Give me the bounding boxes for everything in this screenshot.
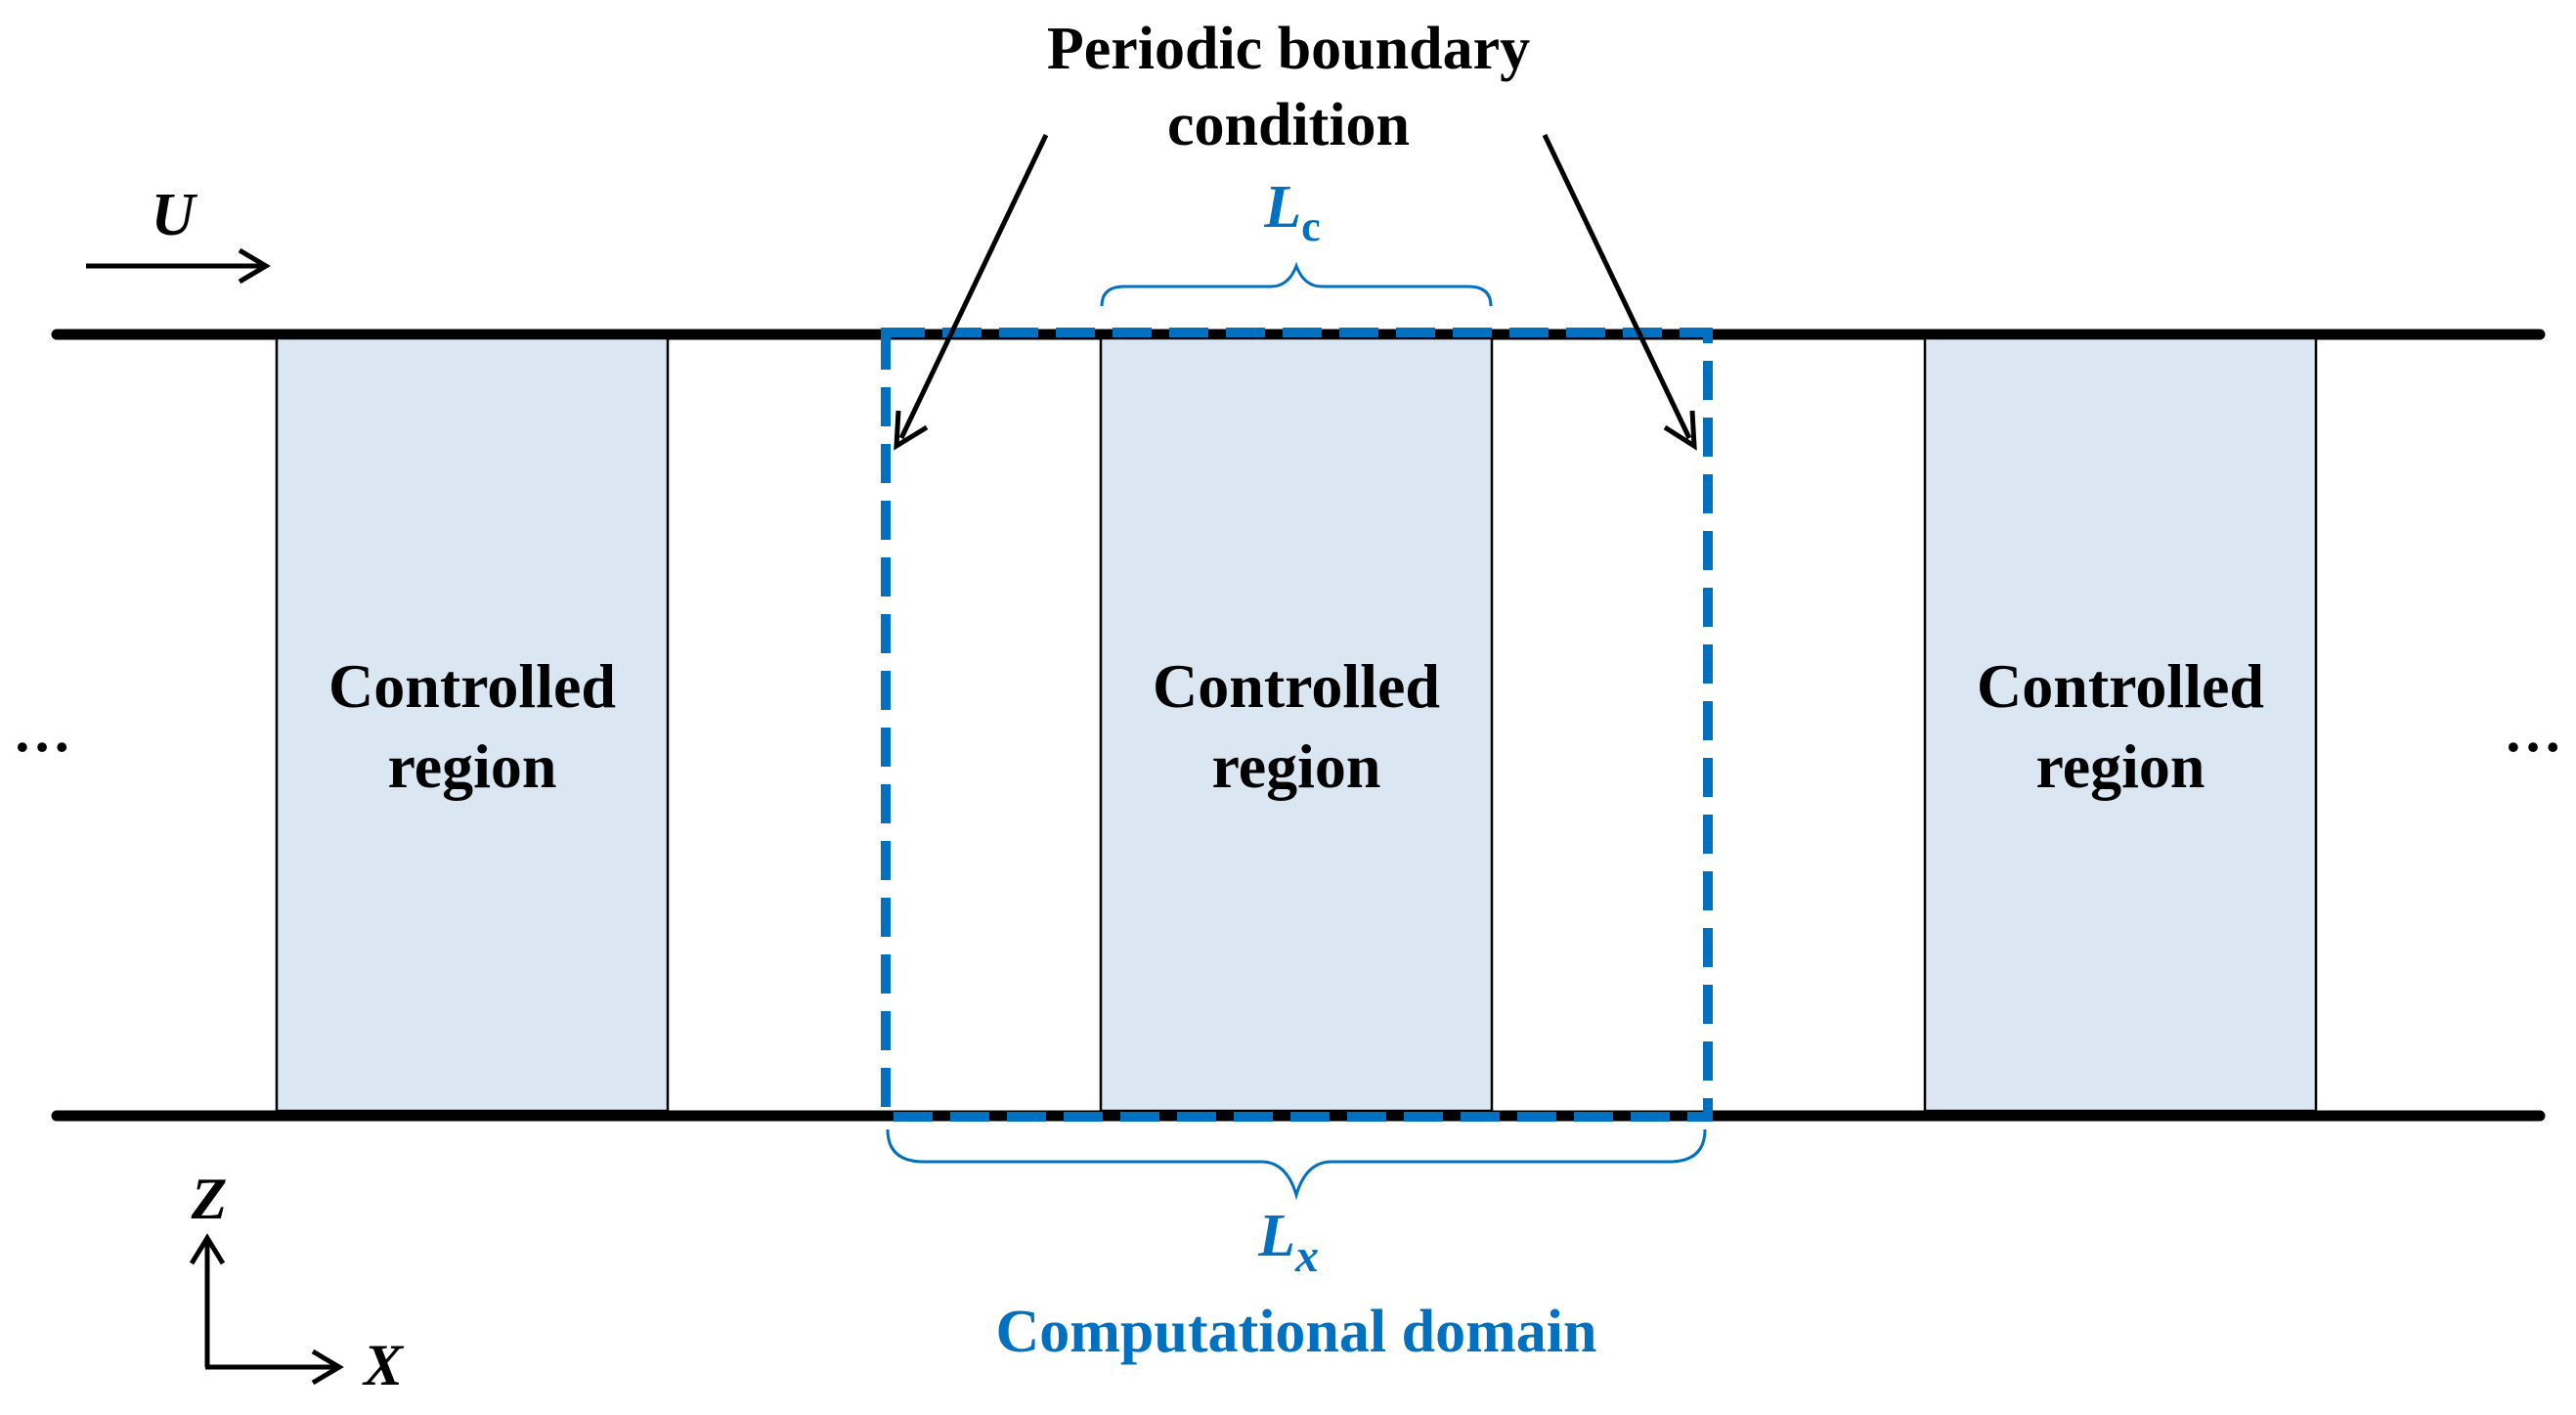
pbc-arrow-left bbox=[898, 133, 1049, 440]
z-axis-arrowhead bbox=[189, 1233, 226, 1265]
lc-brace bbox=[1100, 261, 1493, 307]
lx-label: Lx bbox=[1257, 1203, 1319, 1282]
pbc-label-line2: condition bbox=[1167, 92, 1410, 158]
pbc-arrowhead-right bbox=[1663, 410, 1697, 451]
ellipsis-left: … bbox=[13, 699, 71, 764]
computational-domain-box bbox=[881, 328, 1713, 1122]
region-label-center-line1: Controlled bbox=[1153, 651, 1440, 721]
region-label-right-line1: Controlled bbox=[1977, 651, 2264, 721]
computational-domain-label: Computational domain bbox=[996, 1299, 1597, 1365]
pbc-label-line1: Periodic boundary bbox=[1047, 16, 1530, 82]
pbc-arrow-right bbox=[1542, 133, 1692, 440]
x-axis-arrowhead bbox=[311, 1349, 344, 1386]
pbc-arrowhead-left bbox=[894, 410, 929, 451]
lc-label: Lc bbox=[1263, 174, 1320, 250]
x-axis-label: X bbox=[362, 1333, 405, 1397]
region-label-right-line2: region bbox=[2035, 731, 2205, 801]
flow-arrowhead bbox=[238, 247, 271, 285]
controlled-region-left bbox=[275, 336, 670, 1113]
controlled-region-right bbox=[1923, 336, 2318, 1113]
region-label-center-line2: region bbox=[1211, 731, 1380, 801]
region-label-left-line1: Controlled bbox=[328, 651, 616, 721]
ellipsis-right: … bbox=[2504, 699, 2562, 764]
controlled-region-center bbox=[1099, 336, 1494, 1113]
lx-brace bbox=[886, 1128, 1707, 1201]
z-axis-label: Z bbox=[191, 1167, 228, 1231]
region-label-left-line2: region bbox=[387, 731, 556, 801]
flow-label: U bbox=[152, 182, 198, 248]
